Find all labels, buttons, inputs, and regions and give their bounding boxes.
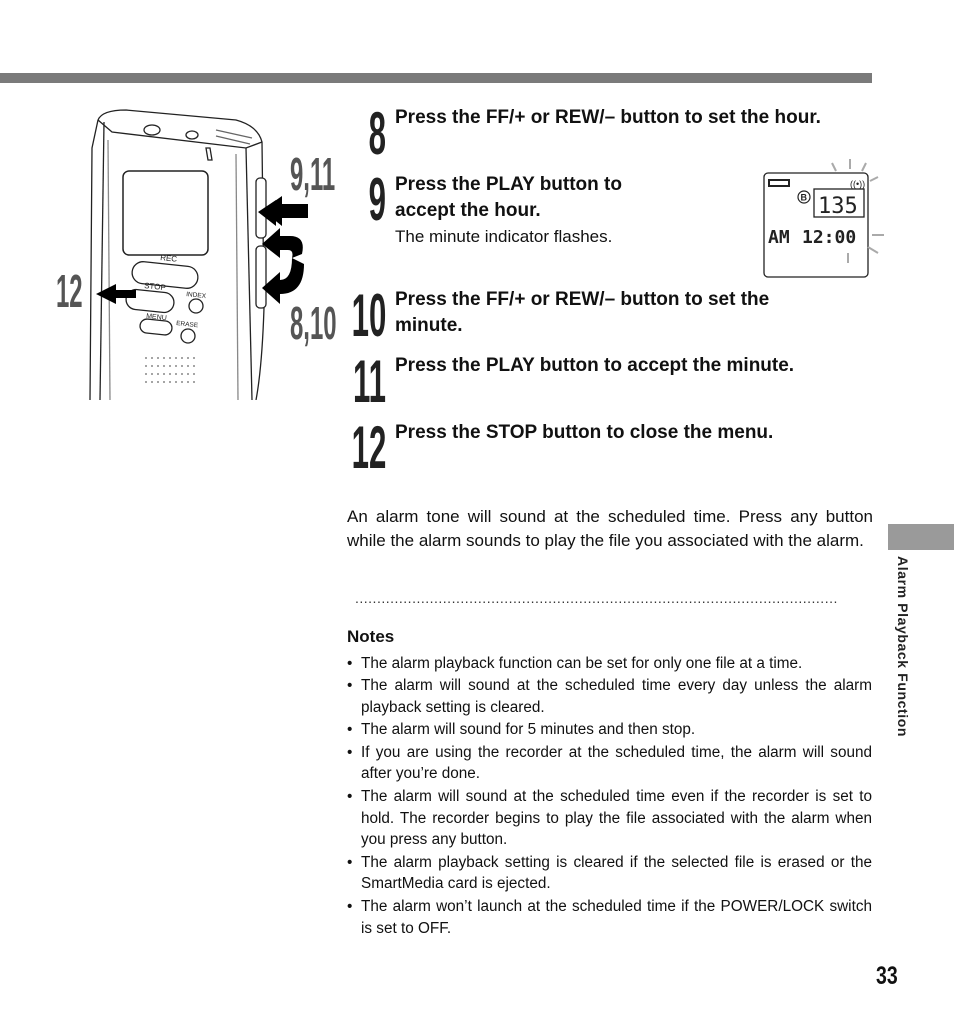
step-9-text-line2: accept the hour. xyxy=(395,200,541,221)
step-10-text: Press the FF/+ or REW/– button to set th… xyxy=(395,289,770,336)
header-rule xyxy=(0,73,872,83)
callout-9-11: 9,11 xyxy=(290,148,336,200)
recorder-illustration: REC STOP INDEX MENU ERASE xyxy=(89,109,276,400)
erase-button-label: ERASE xyxy=(176,320,199,329)
step-9-subtext: The minute indicator flashes. xyxy=(395,227,613,246)
rec-button-label: REC xyxy=(160,253,178,264)
notes-list: The alarm playback function can be set f… xyxy=(347,653,872,940)
note-item: The alarm will sound at the scheduled ti… xyxy=(347,675,872,719)
step-9-text-line1: Press the PLAY button to xyxy=(395,174,622,195)
step-12-number: 12 xyxy=(351,414,387,481)
lcd-time: 12:00 xyxy=(802,227,856,248)
note-item: The alarm will sound at the scheduled ti… xyxy=(347,786,872,851)
step-8-text: Press the FF/+ or REW/– button to set th… xyxy=(395,107,821,128)
notes-title: Notes xyxy=(347,627,395,646)
arrow-stop-icon xyxy=(96,284,136,304)
note-item: The alarm won’t launch at the scheduled … xyxy=(347,896,872,940)
body-paragraph: An alarm tone will sound at the schedule… xyxy=(347,507,873,550)
note-item: The alarm playback setting is cleared if… xyxy=(347,852,872,896)
lcd-badge: B xyxy=(801,193,808,203)
dotted-divider: ........................................… xyxy=(355,590,838,606)
page-number: 33 xyxy=(876,962,898,990)
section-tab xyxy=(888,524,954,550)
step-11-text: Press the PLAY button to accept the minu… xyxy=(395,355,795,376)
callout-12: 12 xyxy=(56,265,83,317)
step-11-number: 11 xyxy=(353,348,386,415)
arrow-graphics xyxy=(262,196,308,304)
flash-rays-icon xyxy=(831,159,884,263)
callout-8-10: 8,10 xyxy=(290,297,337,349)
stop-button-label: STOP xyxy=(144,281,166,292)
step-8-number: 8 xyxy=(368,100,386,167)
note-item: If you are using the recorder at the sch… xyxy=(347,742,872,786)
lcd-display: ((•)) B 135 AM 12:00 xyxy=(763,159,884,278)
alarm-icon: ((•)) xyxy=(850,179,865,189)
step-10-number: 10 xyxy=(351,282,387,349)
step-12-text: Press the STOP button to close the menu. xyxy=(395,422,774,443)
lcd-badge-circle xyxy=(797,190,811,204)
note-item: The alarm will sound for 5 minutes and t… xyxy=(347,719,872,741)
lcd-number: 135 xyxy=(818,194,858,219)
note-item: The alarm playback function can be set f… xyxy=(347,653,872,675)
menu-button-label: MENU xyxy=(146,313,167,322)
step-9-number: 9 xyxy=(368,166,386,233)
section-tab-label: Alarm Playback Function xyxy=(895,556,911,738)
index-button-label: INDEX xyxy=(186,291,207,300)
lcd-am: AM xyxy=(768,227,790,248)
